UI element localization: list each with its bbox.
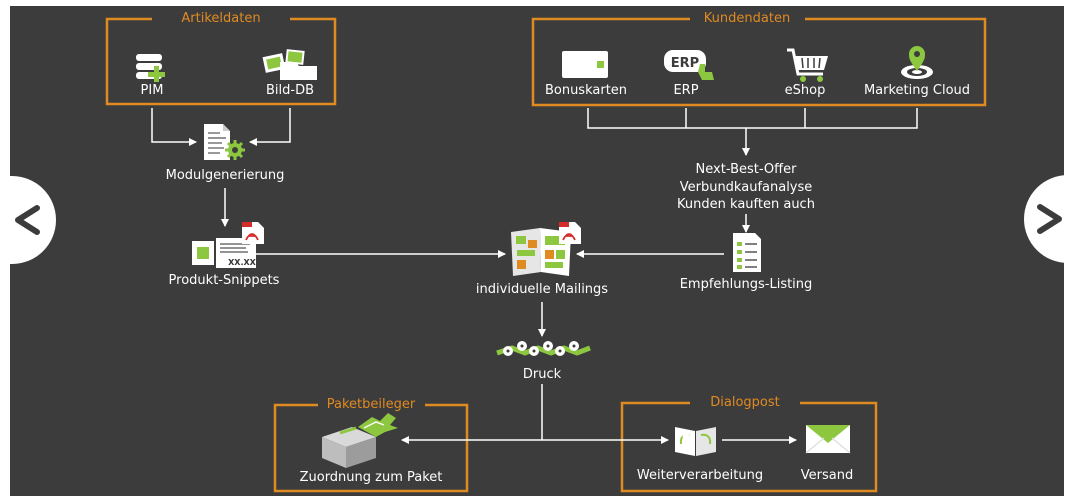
erp-label: ERP <box>673 83 699 98</box>
paketbeileger-frame <box>273 403 469 493</box>
weiterverarbeitung-label: Weiterverarbeitung <box>636 468 764 483</box>
bonus-card-icon <box>562 51 608 78</box>
pim-to-modul-arrow <box>151 108 197 146</box>
connector-lines <box>151 108 918 444</box>
package-box-icon <box>322 413 398 468</box>
versand-label: Versand <box>800 468 854 483</box>
artikeldaten-title: Artikeldaten <box>175 11 267 27</box>
dialogpost-frame <box>620 401 878 493</box>
analysis-line-2: Verbundkaufanalyse <box>679 180 813 195</box>
folding-sheet-icon <box>675 427 716 456</box>
bild-db-label: Bild-DB <box>265 83 315 98</box>
druck-label: Druck <box>522 367 562 382</box>
marketing-cloud-label: Marketing Cloud <box>863 83 971 98</box>
analysis-line-1: Next-Best-Offer <box>695 162 797 177</box>
product-snippet-icon: XX.XX <box>192 222 264 268</box>
artikeldaten-frame <box>105 17 337 106</box>
checklist-icon <box>733 233 761 272</box>
kundendaten-collector-line <box>587 108 918 129</box>
price-tag-text: XX.XX <box>228 258 257 267</box>
mailings-label: individuelle Mailings <box>475 282 609 297</box>
chevron-right-icon <box>1037 204 1062 234</box>
next-slide-button[interactable] <box>1024 175 1069 263</box>
image-folder-icon <box>262 49 317 80</box>
shopping-cart-icon <box>787 48 828 82</box>
analysis-line-3: Kunden kauften auch <box>677 197 815 212</box>
erp-icon-text: ERP <box>671 56 699 71</box>
paketbeileger-title: Paketbeileger <box>320 397 422 413</box>
kundendaten-title: Kundendaten <box>697 11 797 27</box>
location-target-icon <box>901 46 933 79</box>
erp-icon: ERP <box>664 50 714 80</box>
kundendaten-branch-lines <box>685 108 806 128</box>
envelope-icon <box>805 425 851 454</box>
produkt-snippets-label: Produkt-Snippets <box>168 273 280 288</box>
printing-rollers-icon <box>496 341 591 356</box>
bonuskarten-label: Bonuskarten <box>544 83 628 98</box>
modulgenerierung-label: Modulgenerierung <box>165 168 285 183</box>
mailing-brochure-icon <box>511 222 581 276</box>
bilddb-to-modul-arrow <box>249 108 291 146</box>
database-plus-icon <box>136 54 165 82</box>
dialogpost-title: Dialogpost <box>704 395 786 411</box>
previous-slide-button[interactable] <box>0 176 56 264</box>
eshop-label: eShop <box>784 83 826 98</box>
document-gear-icon <box>204 124 245 160</box>
empfehlungs-listing-label: Empfehlungs-Listing <box>679 277 813 292</box>
pim-label: PIM <box>140 83 164 98</box>
chevron-left-icon <box>15 205 40 235</box>
zuordnung-label: Zuordnung zum Paket <box>299 470 443 485</box>
kundendaten-frame <box>531 17 987 107</box>
